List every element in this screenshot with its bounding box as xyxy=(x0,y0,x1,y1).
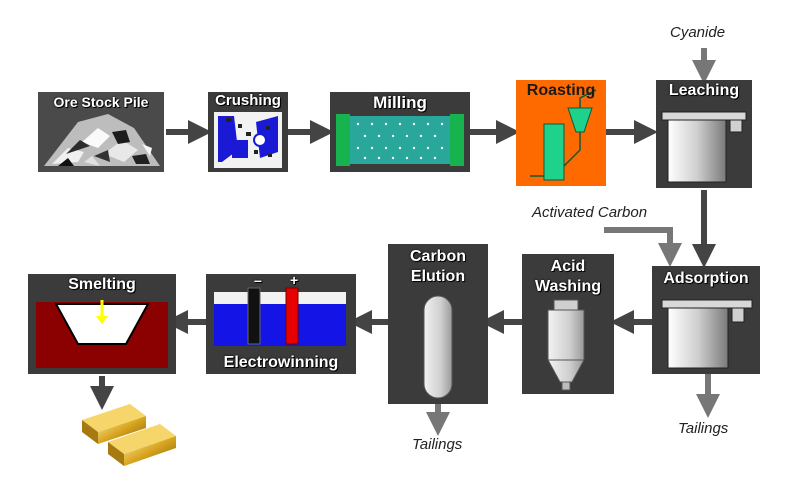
adsorption-tailings-label: Tailings xyxy=(678,420,729,437)
adsorption-label: Adsorption xyxy=(663,270,749,287)
crushing-box: Crushing xyxy=(208,92,288,172)
carbon-elution-box: Carbon Elution xyxy=(388,244,488,404)
acid-washing-label-line1: Acid xyxy=(550,258,586,275)
acid-washing-box: Acid Washing xyxy=(522,254,614,394)
ore-stock-pile-label: Ore Stock Pile xyxy=(53,94,149,110)
milling-label: Milling xyxy=(373,93,427,112)
milling-box: Milling xyxy=(330,92,470,172)
cathode-sign: – xyxy=(254,274,262,288)
leach-tank-icon xyxy=(661,111,747,183)
electrowinning-label: Electrowinning xyxy=(223,354,339,371)
smelting-box: Smelting xyxy=(28,274,176,374)
ball-mill-icon xyxy=(336,114,464,166)
ore-pile-icon xyxy=(44,114,160,166)
arrow-activated-carbon-input xyxy=(604,227,682,267)
ore-stock-pile-box: Ore Stock Pile xyxy=(38,92,164,172)
adsorption-box: Adsorption xyxy=(652,266,760,374)
elution-tailings-label: Tailings xyxy=(412,436,463,453)
carbon-elution-label-line2: Elution xyxy=(410,268,466,285)
crucible-icon xyxy=(36,300,168,368)
crushing-label: Crushing xyxy=(215,92,281,109)
elution-column-icon xyxy=(423,295,453,399)
roasting-box: Roasting xyxy=(516,80,606,186)
acid-wash-column-icon xyxy=(547,299,585,391)
roaster-icon xyxy=(530,89,597,181)
leaching-label: Leaching xyxy=(668,82,740,99)
smelting-label: Smelting xyxy=(68,276,136,293)
electrowinning-cell-icon xyxy=(214,287,346,346)
crusher-icon xyxy=(214,112,282,168)
anode-sign: + xyxy=(290,274,299,288)
acid-washing-label-line2: Washing xyxy=(534,278,602,295)
activated-carbon-input-label: Activated Carbon xyxy=(532,204,648,221)
roasting-label: Roasting xyxy=(526,82,596,99)
leaching-box: Leaching xyxy=(656,80,752,188)
adsorption-tank-icon xyxy=(661,299,753,369)
carbon-elution-label-line1: Carbon xyxy=(410,248,466,265)
cyanide-input-label: Cyanide xyxy=(670,24,726,41)
electrowinning-box: – + Electrowinning xyxy=(206,274,356,374)
